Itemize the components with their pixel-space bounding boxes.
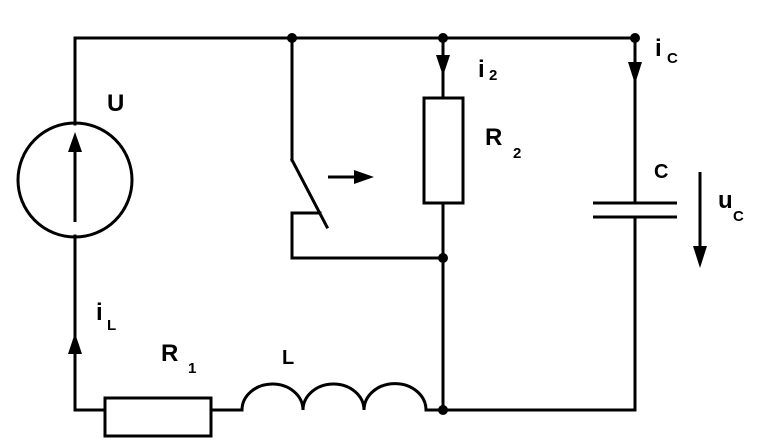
label-il: i: [96, 299, 103, 326]
arrows: [68, 55, 707, 354]
label-source-u: U: [107, 90, 124, 117]
inductor-l: [240, 382, 428, 411]
voltage-source-arrow-head: [68, 132, 82, 152]
label-capacitor-c: C: [654, 161, 668, 183]
label-i2-subscript: 2: [489, 67, 497, 84]
current-ic-arrow-icon: [628, 62, 642, 84]
node-top-r2: [438, 33, 448, 43]
label-il-subscript: L: [107, 317, 116, 334]
node-top-c: [630, 33, 640, 43]
label-r2-subscript: 2: [513, 145, 521, 162]
current-il-arrow-icon: [68, 333, 82, 354]
label-uc: u: [718, 187, 733, 214]
node-top-switch: [287, 33, 297, 43]
voltage-uc-arrow-icon: [693, 246, 707, 268]
label-i2: i: [478, 56, 485, 83]
label-inductor-l: L: [282, 347, 294, 369]
voltage-source-circle: [16, 121, 134, 239]
voltage-source: [16, 121, 134, 239]
label-r1-subscript: 1: [188, 360, 196, 377]
wires: [73, 36, 637, 412]
current-i2-arrow-icon: [436, 55, 450, 76]
label-uc-subscript: C: [733, 208, 744, 225]
label-ic-subscript: C: [667, 50, 678, 67]
label-r1: R: [161, 340, 178, 367]
nodes: [287, 33, 640, 415]
resistor-r2: [422, 96, 465, 205]
label-ic: i: [655, 35, 662, 62]
resistor-r1: [103, 396, 213, 438]
label-r2: R: [485, 124, 502, 151]
wire-switch-blade: [289, 157, 330, 230]
switch-direction-arrow-icon: [354, 170, 374, 184]
capacitor: [593, 201, 677, 219]
node-switch-r2: [438, 253, 448, 263]
node-bottom: [438, 405, 448, 415]
